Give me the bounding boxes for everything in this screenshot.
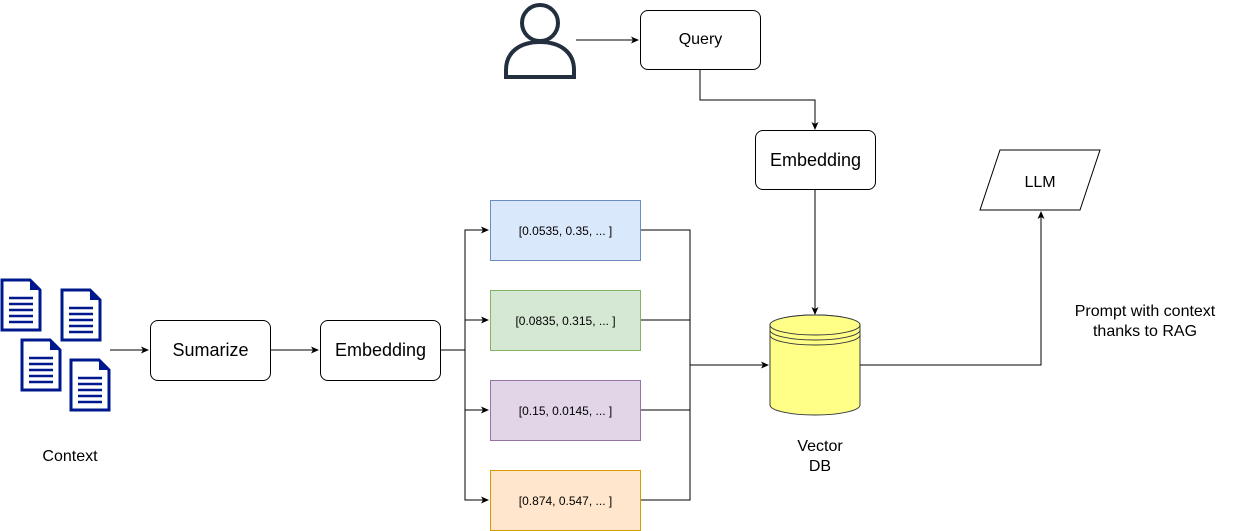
document-icon: [20, 338, 62, 392]
document-icon: [0, 278, 42, 332]
prompt-label-line2: thanks to RAG: [1092, 323, 1198, 340]
vector-box: [0.0835, 0.315, ... ]: [490, 290, 641, 351]
connector-embedding-vector-2: [464, 316, 489, 350]
vector-box: [0.15, 0.0145, ... ]: [490, 380, 641, 441]
summarize-node: Sumarize: [150, 320, 271, 381]
vector-db-label-line1: Vector: [797, 438, 843, 455]
connector-embedding-vector-1: [440, 226, 489, 351]
llm-node: LLM: [1024, 174, 1056, 191]
document-icon: [60, 288, 102, 342]
connector-query-embedding: [699, 70, 819, 130]
vector-box: [0.0535, 0.35, ... ]: [490, 200, 641, 261]
document-icon: [69, 358, 111, 412]
query-embedding-node: Embedding: [755, 130, 876, 190]
llm-shape: [979, 149, 1101, 211]
document-embedding-node: Embedding: [320, 320, 441, 381]
user-icon: [504, 3, 576, 79]
database-icon: [769, 314, 861, 416]
connector-vectordb-llm: [860, 211, 1045, 366]
context-label: Context: [42, 448, 98, 465]
connector-embedding-vector-4: [464, 350, 489, 504]
vector-db-label-line2: DB: [808, 458, 832, 475]
query-node: Query: [640, 10, 761, 70]
prompt-label-line1: Prompt with context: [1074, 303, 1216, 320]
connector-vector-1-merge: [640, 229, 691, 365]
connector-vector-4-merge: [640, 365, 691, 501]
connector-embedding-vector-3: [464, 350, 489, 414]
vector-box: [0.874, 0.547, ... ]: [490, 470, 641, 531]
